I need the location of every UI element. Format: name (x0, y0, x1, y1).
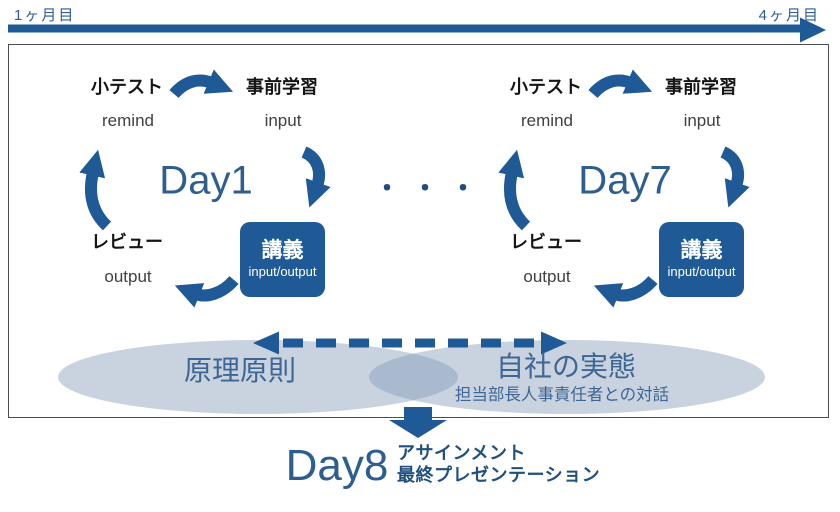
day8-title: Day8 (285, 441, 389, 490)
review-sub-label: output (523, 267, 571, 286)
review-label: レビュー (91, 232, 163, 252)
principles-label: 原理原則 (183, 355, 297, 386)
prestudy-label: 事前学習 (246, 77, 318, 97)
cycle-day1-arrows (79, 69, 331, 308)
cycle-day7: 小テスト remind 事前学習 input Day7 レビュー output … (479, 60, 809, 320)
assignment-label: アサインメント (397, 443, 526, 463)
to-day8-arrow (389, 407, 447, 438)
lecture-sub-label: input/output (667, 264, 736, 279)
review-label: レビュー (510, 232, 582, 252)
company-label: 自社の実態 (495, 351, 637, 382)
presentation-label: 最終プレゼンテーション (397, 465, 601, 485)
timeline-start-label: 1ヶ月目 (14, 7, 76, 24)
lecture-sub-label: input/output (248, 264, 317, 279)
quiz-sub-label: remind (521, 111, 573, 130)
timeline-arrow (8, 17, 826, 43)
company-sub-label: 担当部長人事責任者との対話 (454, 386, 670, 404)
prestudy-to-lecture-arrow (720, 146, 750, 208)
principles-ellipse (58, 340, 458, 414)
prestudy-label: 事前学習 (665, 77, 737, 97)
lecture-to-review-arrow (593, 275, 658, 308)
quiz-sub-label: remind (102, 111, 154, 130)
lecture-label: 講義 (680, 239, 723, 262)
company-ellipse (369, 340, 765, 414)
cycle-day1: 小テスト remind 事前学習 input Day1 レビュー output … (60, 60, 390, 320)
themes-double-arrow (253, 331, 567, 355)
lecture-box: 講義 input/output (659, 222, 744, 297)
prestudy-sub-label: input (264, 111, 302, 130)
quiz-to-prestudy-arrow (169, 69, 234, 99)
lecture-to-review-arrow (174, 275, 239, 308)
review-sub-label: output (104, 267, 152, 286)
lecture-label: 講義 (261, 239, 304, 262)
day8-description: アサインメント 最終プレゼンテーション (397, 442, 600, 486)
review-to-quiz-arrow (79, 149, 112, 231)
cycle-ellipsis-dots: ・・・ (374, 173, 489, 203)
cycle-day7-arrows (498, 69, 750, 308)
quiz-to-prestudy-arrow (588, 69, 653, 99)
quiz-label: 小テスト (510, 77, 582, 97)
day-title: Day1 (159, 158, 253, 203)
prestudy-sub-label: input (683, 111, 721, 130)
lecture-box: 講義 input/output (240, 222, 325, 297)
quiz-label: 小テスト (91, 77, 163, 97)
day-title: Day7 (578, 158, 672, 203)
timeline-end-label: 4ヶ月目 (758, 7, 820, 24)
prestudy-to-lecture-arrow (301, 146, 331, 208)
review-to-quiz-arrow (498, 149, 531, 231)
